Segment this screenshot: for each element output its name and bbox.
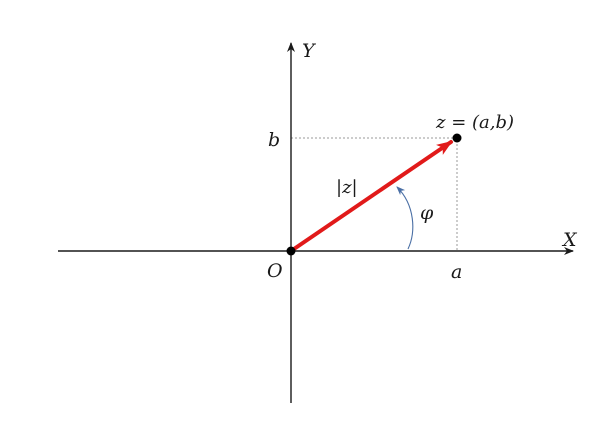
z-point	[452, 133, 462, 143]
modulus-label: |z|	[336, 177, 358, 198]
origin-label: O	[267, 260, 283, 282]
point-x-label: a	[451, 261, 462, 283]
angle-label: φ	[420, 202, 434, 224]
y-axis-label: Y	[302, 40, 317, 62]
point-y-label: b	[268, 129, 280, 151]
point-label: z = (a,b)	[435, 112, 514, 133]
angle-arc	[396, 186, 414, 250]
modulus-vector	[289, 140, 453, 253]
origin-point	[286, 246, 296, 256]
x-axis-label: X	[561, 229, 578, 251]
